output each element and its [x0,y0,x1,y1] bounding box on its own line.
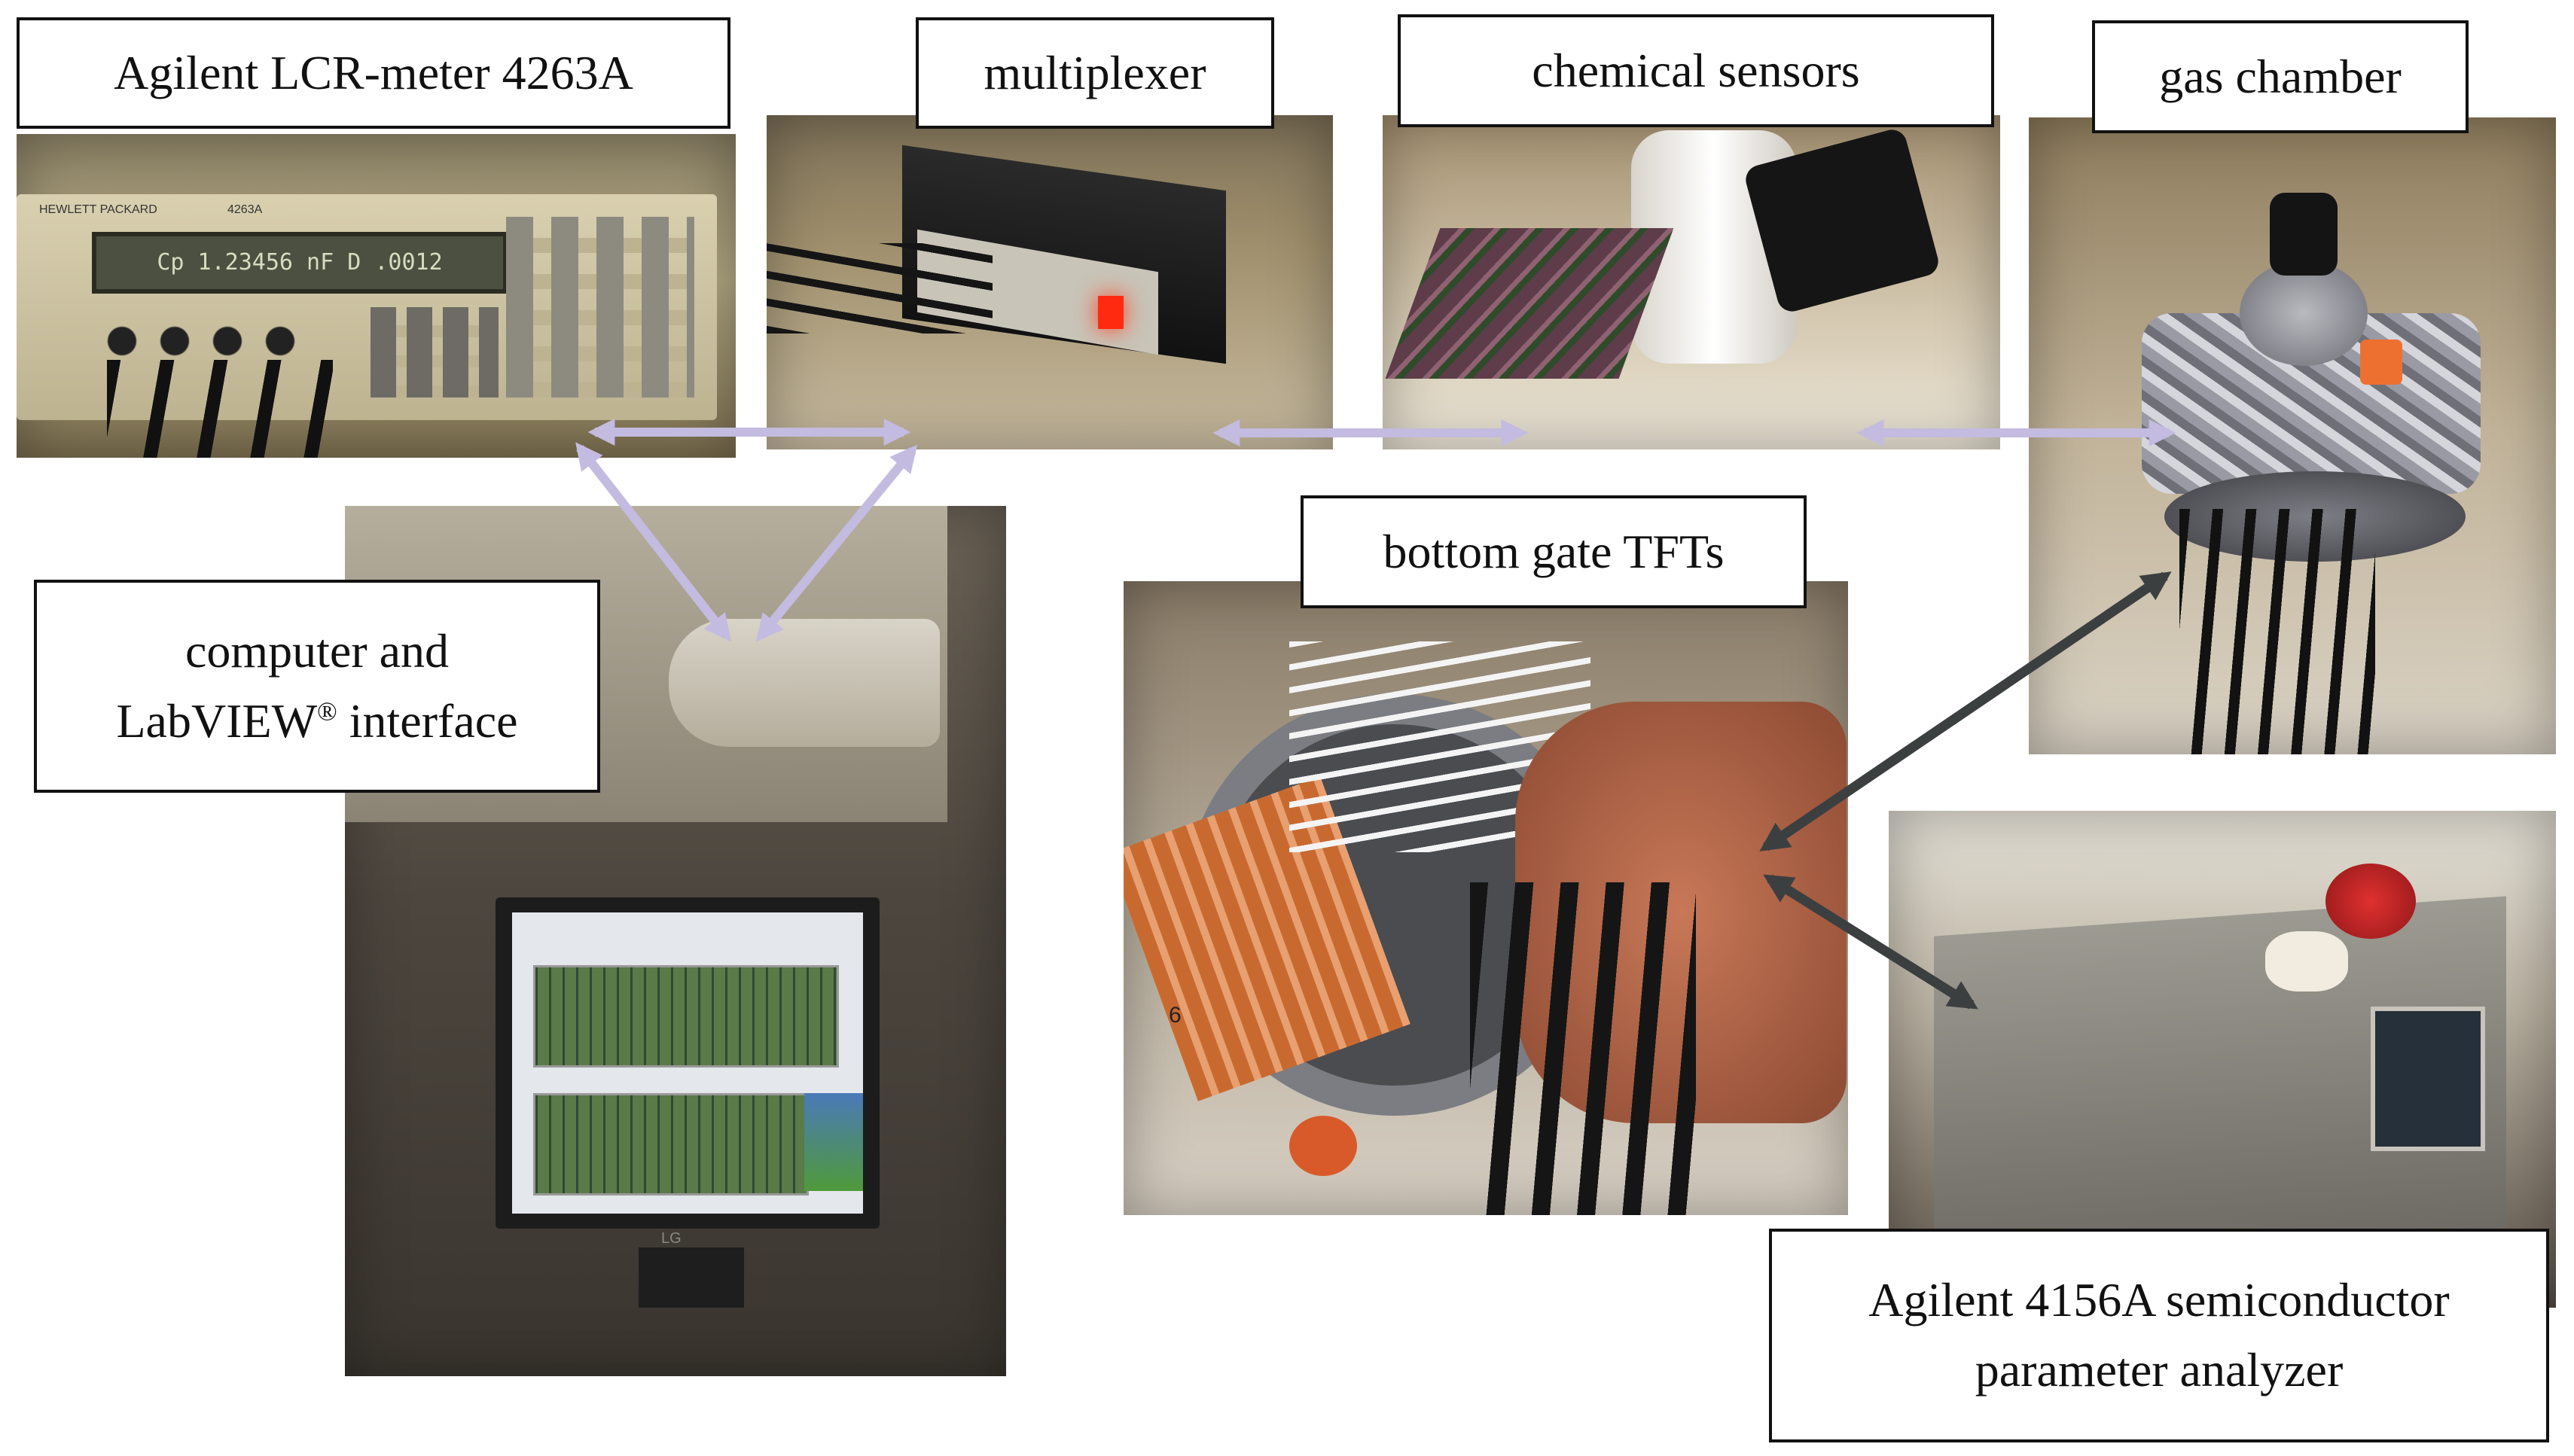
monitor-stand [639,1247,744,1308]
lcr-meter-photo: HEWLETT PACKARD 4263A Cp 1.23456 nF D .0… [17,134,736,458]
label-computer-line1: computer and [185,623,450,678]
chamber-cap [2360,340,2402,385]
label-analyzer-line2: parameter analyzer [1975,1343,2344,1397]
meter-keypad [506,217,694,398]
label-bottom-gate: bottom gate TFTs [1301,495,1807,608]
label-lcr-meter-text: Agilent LCR-meter 4263A [114,45,633,99]
labview-text: LabVIEW [116,693,317,748]
meter-cables [107,360,333,458]
screen-plot-top [533,965,839,1068]
monitor-brand: LG [661,1230,682,1247]
arrow-lcr-computer [575,442,731,642]
label-gas-chamber: gas chamber [2092,20,2469,133]
label-analyzer-line1: Agilent 4156A semiconductor [1868,1273,2450,1327]
chamber-clamp [2270,193,2338,276]
label-lcr-meter: Agilent LCR-meter 4263A [17,17,730,129]
arrow-multiplexer-computer [755,444,918,642]
meter-terminals [92,315,318,367]
arrow-tft-analyzer [1763,874,1978,1010]
label-bottom-gate-text: bottom gate TFTs [1383,524,1725,578]
meter-softkeys [371,307,499,398]
multiplexer-led [1098,296,1124,329]
arrow-tft-chamber [1759,571,2172,851]
analyzer-gloves [2265,931,2348,991]
label-multiplexer: multiplexer [916,17,1274,129]
label-gas-chamber-text: gas chamber [2159,49,2402,103]
meter-logo: HEWLETT PACKARD [39,203,157,216]
multiplexer-cables [767,243,993,334]
chamber-bowl [2240,260,2368,366]
label-chemical-sensors-text: chemical sensors [1532,43,1860,97]
interface-text: interface [337,693,518,748]
chemical-sensors-photo [1383,115,2000,449]
label-chemical-sensors: chemical sensors [1398,14,1994,127]
screen-wallpaper [804,1093,863,1191]
meter-model: 4263A [227,203,263,216]
tft-chip-number: 6 [1169,1003,1182,1028]
tft-cables [1470,882,1696,1215]
meter-display: Cp 1.23456 nF D .0012 [92,232,508,294]
analyzer-screen [2371,1007,2485,1151]
analyzer-red-headphones [2325,864,2416,939]
analyzer-photo [1889,811,2556,1308]
chamber-cables [2179,509,2375,754]
label-multiplexer-text: multiplexer [984,45,1206,99]
label-computer: computer and LabVIEW® interface [34,580,600,793]
multiplexer-photo [767,115,1333,449]
label-computer-line2: LabVIEW® interface [116,687,517,757]
registered-mark: ® [316,696,337,726]
label-analyzer: Agilent 4156A semiconductor parameter an… [1769,1229,2549,1442]
tft-red-cap [1289,1116,1357,1176]
tft-photo: 6 [1124,581,1848,1215]
